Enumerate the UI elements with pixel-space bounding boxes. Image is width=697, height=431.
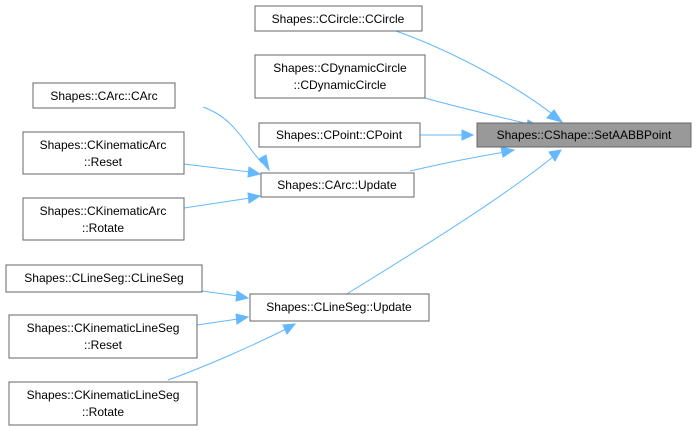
node-ccircle[interactable]: Shapes::CCircle::CCircle bbox=[254, 5, 423, 32]
node-ckinematicarc-reset[interactable]: Shapes::CKinematicArc ::Reset bbox=[22, 131, 185, 175]
edge-carcupdate-to-setaabbpoint bbox=[409, 146, 516, 172]
nodes-layer: Shapes::CShape::SetAABBPoint Shapes::CCi… bbox=[5, 5, 692, 426]
edge-arrowhead bbox=[247, 166, 262, 178]
edge-arrowhead bbox=[247, 192, 262, 204]
node-label: Shapes::CPoint::CPoint bbox=[276, 128, 403, 142]
edge-ccircle-to-setaabbpoint bbox=[395, 30, 564, 123]
edge-ckinematicarcrotate-to-carcupdate bbox=[183, 192, 262, 209]
node-label: Shapes::CShape::SetAABBPoint bbox=[497, 128, 672, 142]
node-cpoint[interactable]: Shapes::CPoint::CPoint bbox=[258, 122, 421, 148]
node-label-line2: ::Rotate bbox=[82, 221, 124, 235]
node-label-line1: Shapes::CKinematicLineSeg bbox=[27, 321, 180, 335]
edge-arrowhead bbox=[282, 323, 297, 335]
edge-ckinematicarcreset-to-carcupdate bbox=[183, 163, 262, 178]
node-label-line1: Shapes::CKinematicLineSeg bbox=[27, 388, 180, 402]
edge-line bbox=[196, 318, 239, 326]
edge-line bbox=[395, 30, 557, 118]
node-cdynamiccircle[interactable]: Shapes::CDynamicCircle ::CDynamicCircle bbox=[254, 54, 426, 99]
node-ckinematiclineseg-rotate[interactable]: Shapes::CKinematicLineSeg ::Rotate bbox=[8, 381, 198, 426]
node-label-line1: Shapes::CKinematicArc bbox=[40, 138, 167, 152]
node-label-line2: ::CDynamicCircle bbox=[294, 78, 387, 92]
edge-arrowhead bbox=[546, 109, 564, 123]
edge-ckinematiclinesegreset-to-clinesegupdate bbox=[196, 313, 250, 326]
edge-line bbox=[202, 106, 263, 164]
node-clineseg-update[interactable]: Shapes::CLineSeg::Update bbox=[249, 293, 430, 322]
node-label: Shapes::CArc::Update bbox=[277, 178, 397, 192]
edge-line bbox=[201, 290, 239, 297]
edge-clinesegctor-to-clinesegupdate bbox=[201, 290, 250, 302]
node-clineseg-ctor[interactable]: Shapes::CLineSeg::CLineSeg bbox=[5, 264, 203, 293]
edge-arrowhead bbox=[235, 313, 250, 325]
node-label: Shapes::CLineSeg::Update bbox=[266, 300, 412, 314]
node-setaabbpoint[interactable]: Shapes::CShape::SetAABBPoint bbox=[476, 122, 692, 148]
node-label: Shapes::CArc::CArc bbox=[50, 89, 157, 103]
edge-line bbox=[424, 97, 533, 126]
node-label-line2: ::Reset bbox=[84, 338, 123, 352]
edge-cpoint-to-setaabbpoint bbox=[420, 129, 475, 141]
node-label: Shapes::CLineSeg::CLineSeg bbox=[24, 271, 183, 285]
node-label-line1: Shapes::CDynamicCircle bbox=[273, 61, 407, 75]
edge-arrowhead bbox=[258, 154, 270, 172]
edge-arrowhead bbox=[548, 149, 562, 162]
node-ckinematicarc-rotate[interactable]: Shapes::CKinematicArc ::Rotate bbox=[22, 197, 185, 241]
edge-carcctor-to-carcupdate bbox=[202, 106, 270, 172]
node-ckinematiclineseg-reset[interactable]: Shapes::CKinematicLineSeg ::Reset bbox=[8, 314, 198, 359]
edge-line bbox=[183, 197, 251, 209]
node-label-line2: ::Reset bbox=[84, 155, 123, 169]
edge-arrowhead bbox=[500, 146, 516, 158]
edge-arrowhead bbox=[235, 290, 250, 302]
edge-line bbox=[183, 163, 251, 173]
node-label: Shapes::CCircle::CCircle bbox=[272, 12, 405, 26]
edge-line bbox=[409, 151, 506, 172]
node-carc-ctor[interactable]: Shapes::CArc::CArc bbox=[32, 82, 176, 109]
node-label-line1: Shapes::CKinematicArc bbox=[40, 204, 167, 218]
edge-arrowhead bbox=[461, 129, 475, 141]
node-carc-update[interactable]: Shapes::CArc::Update bbox=[260, 172, 415, 198]
node-label-line2: ::Rotate bbox=[82, 405, 124, 419]
edge-ckinematiclinesegrotate-to-clinesegupdate bbox=[167, 323, 297, 381]
edge-line bbox=[344, 155, 555, 296]
edge-clinesegupdate-to-setaabbpoint bbox=[344, 149, 562, 296]
edge-line bbox=[167, 328, 287, 381]
